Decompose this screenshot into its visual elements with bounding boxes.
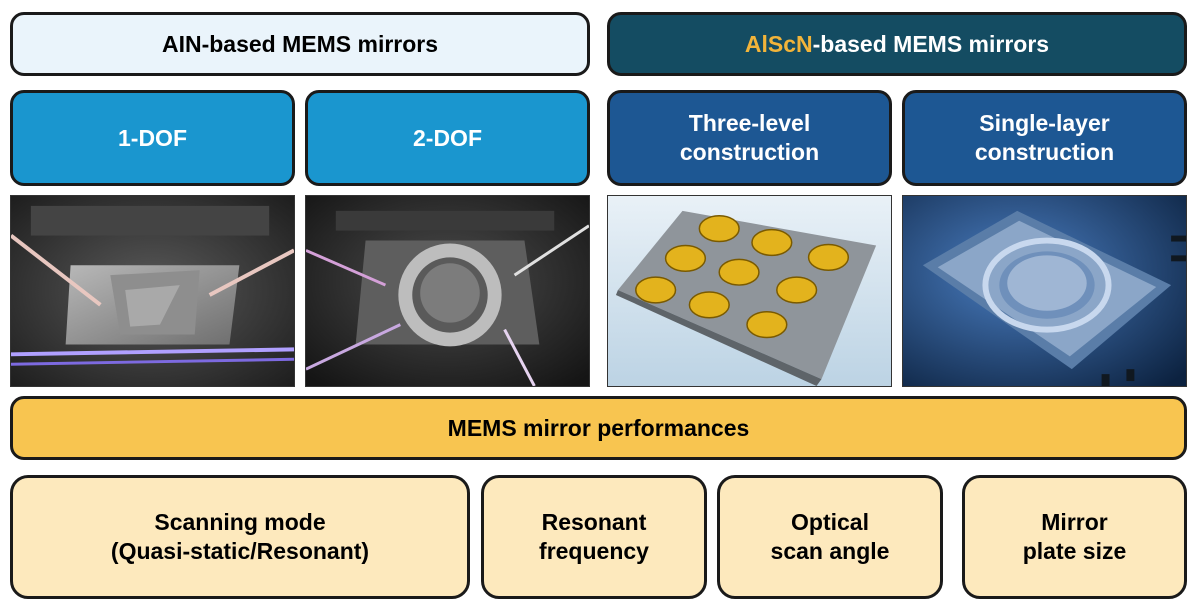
metric-scanning-mode-line1: Scanning mode: [154, 509, 326, 536]
variant-three-level-line1: Three-level: [688, 110, 811, 137]
variant-three-level: Three-level construction: [607, 90, 892, 186]
variant-2dof-label: 2-DOF: [413, 124, 482, 151]
variant-single-layer-line1: Single-layer: [979, 110, 1110, 137]
alscn-group-header: AlScN-based MEMS mirrors: [607, 12, 1187, 76]
performance-title: MEMS mirror performances: [447, 414, 750, 441]
metric-resonant-frequency-line1: Resonant: [541, 509, 647, 536]
ain-group-header: AIN-based MEMS mirrors: [10, 12, 590, 76]
alscn-rest-text: -based MEMS mirrors: [812, 30, 1050, 57]
variant-1dof-label: 1-DOF: [118, 124, 187, 151]
variant-single-layer: Single-layer construction: [902, 90, 1187, 186]
metric-resonant-frequency: Resonant frequency: [481, 475, 707, 599]
variant-three-level-line2: construction: [679, 139, 820, 165]
variant-2dof: 2-DOF: [305, 90, 590, 186]
metric-resonant-frequency-line2: frequency: [539, 538, 649, 564]
photo-1dof-mirror: [10, 195, 295, 387]
metric-optical-scan-angle-line1: Optical: [791, 509, 869, 536]
metric-mirror-plate-size-line2: plate size: [1022, 538, 1127, 564]
metric-optical-scan-angle-line2: scan angle: [770, 538, 890, 564]
photo-single-layer-mirror: [902, 195, 1187, 387]
metric-mirror-plate-size-line1: Mirror: [1041, 509, 1108, 536]
metric-scanning-mode: Scanning mode (Quasi-static/Resonant): [10, 475, 470, 599]
alscn-group-title: AlScN-based MEMS mirrors: [745, 30, 1049, 59]
ain-group-title: AIN-based MEMS mirrors: [161, 30, 439, 57]
variant-single-layer-line2: construction: [974, 139, 1115, 165]
photo-2dof-mirror: [305, 195, 590, 387]
metric-scanning-mode-line2: (Quasi-static/Resonant): [110, 538, 370, 564]
metric-optical-scan-angle: Optical scan angle: [717, 475, 943, 599]
photo-three-level-array: [607, 195, 892, 387]
metric-mirror-plate-size: Mirror plate size: [962, 475, 1187, 599]
variant-1dof: 1-DOF: [10, 90, 295, 186]
alscn-accent-text: AlScN: [744, 30, 813, 57]
performance-banner: MEMS mirror performances: [10, 396, 1187, 460]
